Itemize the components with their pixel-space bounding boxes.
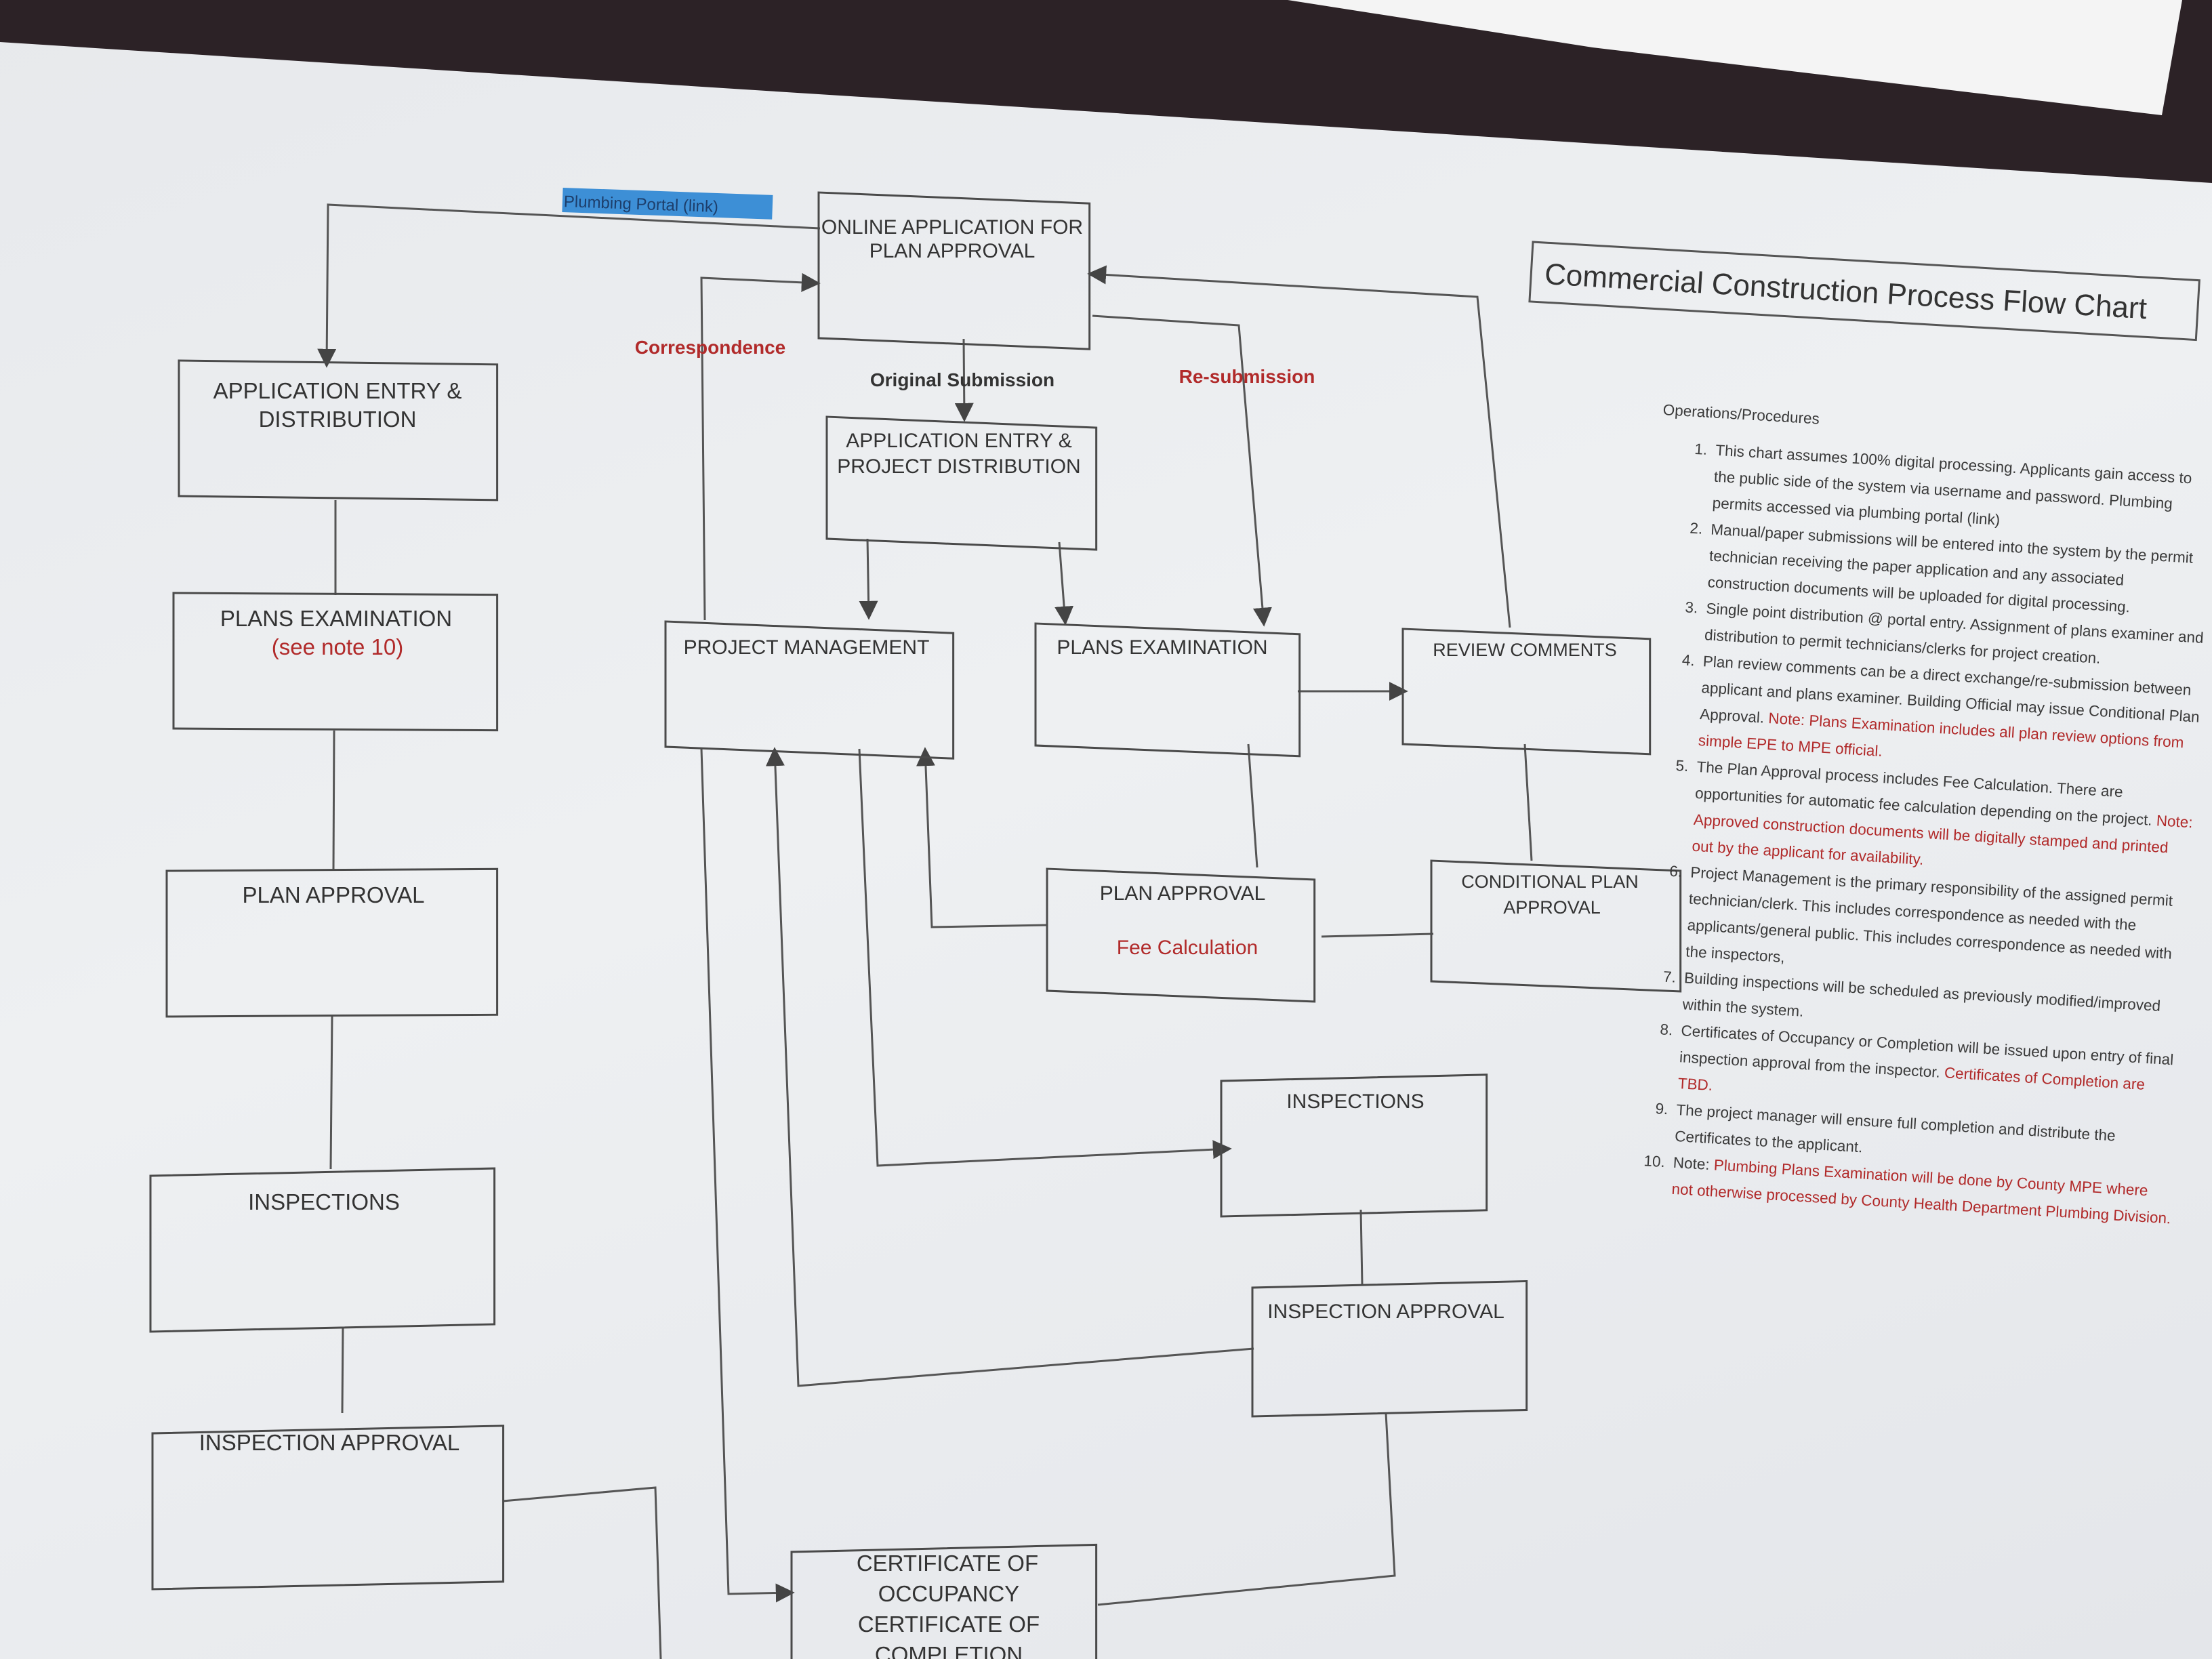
plan-approval-label: PLAN APPROVAL [1100,882,1266,905]
project-management-label: PROJECT MANAGEMENT [684,636,930,659]
conditional-plan-line2: APPROVAL [1503,897,1601,918]
online-application-line2: PLAN APPROVAL [869,240,1036,262]
box-review-comments: REVIEW COMMENTS [1401,628,1652,756]
connector-left-approval-out [502,1486,662,1659]
chart-title: Commercial Construction Process Flow Cha… [1544,258,2148,325]
left-inspections-label: INSPECTIONS [248,1189,400,1214]
box-inspection-approval-center: INSPECTION APPROVAL [1251,1279,1528,1418]
conditional-plan-line1: CONDITIONAL PLAN [1461,872,1639,892]
box-app-entry-project-distribution: APPLICATION ENTRY & PROJECT DISTRIBUTION [825,415,1098,551]
connector-approval-to-certificate [1097,1412,1396,1606]
connector-plan-to-conditional [1321,933,1434,938]
left-app-entry-line1: APPLICATION ENTRY & [213,378,462,403]
connector-review-to-conditional [1523,743,1533,861]
app-entry-project-line2: PROJECT DISTRIBUTION [837,455,1080,478]
left-app-entry-line2: DISTRIBUTION [259,407,417,432]
box-left-inspections: INSPECTIONS [149,1167,496,1333]
box-left-inspection-approval: INSPECTION APPROVAL [151,1425,505,1591]
note-text: Note: [1673,1153,1711,1173]
connector-left-2 [332,730,335,870]
app-entry-project-line1: APPLICATION ENTRY & [846,430,1071,452]
box-project-management: PROJECT MANAGEMENT [664,620,955,760]
note-text: This chart assumes 100% digital processi… [1712,441,2193,529]
label-original-submission: Original Submission [870,369,1054,390]
box-left-plans-examination: PLANS EXAMINATION (see note 10) [172,592,499,732]
box-left-plan-approval: PLAN APPROVAL [165,867,499,1018]
inspection-approval-center-label: INSPECTION APPROVAL [1267,1300,1504,1323]
connector-inspections-to-approval [1359,1209,1364,1285]
box-left-app-entry: APPLICATION ENTRY & DISTRIBUTION [178,359,499,501]
label-correspondence: Correspondence [635,337,786,358]
connector-left-3 [329,1016,333,1170]
notes-panel: Operations/Procedures This chart assumes… [1616,396,2212,1232]
connector-pm-inspections [858,748,1232,1167]
left-inspection-approval-label: INSPECTION APPROVAL [199,1430,460,1455]
plans-examination-label: PLANS EXAMINATION [1057,636,1267,659]
connectors [317,203,1533,1659]
box-certificate: CERTIFICATE OF OCCUPANCY CERTIFICATE OF … [790,1543,1098,1659]
connector-entry-to-pe [1054,541,1074,626]
connector-resubmission [1092,314,1272,627]
inspections-center-label: INSPECTIONS [1286,1090,1424,1113]
connector-correspondence-up [700,272,821,621]
chart-title-box: Commercial Construction Process Flow Cha… [1528,241,2200,342]
box-inspections-center: INSPECTIONS [1220,1073,1488,1218]
left-plan-approval-label: PLAN APPROVAL [242,882,424,907]
connector-entry-to-pm [859,538,878,620]
connector-portal-to-left-entry [317,203,821,368]
portal-link-highlight [562,188,773,220]
online-application-line1: ONLINE APPLICATION FOR [821,216,1083,239]
box-plan-approval: PLAN APPROVAL Fee Calculation [1046,867,1316,1003]
left-see-note-label: (see note 10) [272,634,403,659]
certificate-line3: CERTIFICATE OF [858,1612,1040,1637]
certificate-line4: COMPLETION [875,1642,1023,1659]
connector-pe-to-plan-approval [1247,743,1258,868]
connector-review-to-application [1087,265,1511,628]
left-plans-examination-label: PLANS EXAMINATION [220,606,452,631]
plumbing-portal-link[interactable]: Plumbing Portal (link) [562,188,773,220]
connector-left-4 [341,1326,344,1414]
box-conditional-plan-approval: CONDITIONAL PLAN APPROVAL [1430,859,1682,993]
connector-pm-to-certificate [700,748,795,1603]
connector-plan-approval-to-pm [916,747,1048,928]
notes-list: This chart assumes 100% digital processi… [1616,434,2212,1232]
label-resubmission: Re-submission [1179,366,1315,387]
fee-calculation-label: Fee Calculation [1117,937,1258,959]
box-online-application: ONLINE APPLICATION FOR PLAN APPROVAL [817,191,1091,350]
certificate-line2: OCCUPANCY [878,1581,1019,1606]
certificate-line1: CERTIFICATE OF [857,1551,1038,1576]
box-plans-examination: PLANS EXAMINATION [1034,622,1301,758]
review-comments-label: REVIEW COMMENTS [1433,640,1617,660]
connector-inspection-approval-to-pm [765,747,1254,1387]
